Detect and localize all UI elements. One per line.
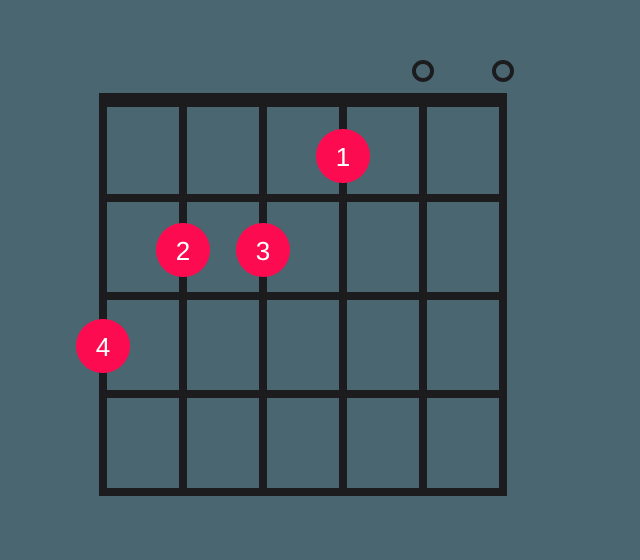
fret-line-3 xyxy=(99,390,507,398)
string-line-3 xyxy=(259,93,267,496)
fretboard-grid xyxy=(99,93,507,496)
string-line-4 xyxy=(339,93,347,496)
finger-dot-circle xyxy=(156,223,210,277)
fret-line-2 xyxy=(99,292,507,300)
open-string-marker-5 xyxy=(412,60,434,82)
finger-dot-circle xyxy=(76,319,130,373)
finger-dot-2[interactable]: 2 xyxy=(156,223,210,277)
finger-dot-3[interactable]: 3 xyxy=(236,223,290,277)
finger-dot-circle xyxy=(316,129,370,183)
fret-line-1 xyxy=(99,194,507,202)
finger-dot-4[interactable]: 4 xyxy=(76,319,130,373)
finger-dot-1[interactable]: 1 xyxy=(316,129,370,183)
fret-line-4 xyxy=(99,488,507,496)
string-line-1 xyxy=(99,93,107,496)
string-line-6 xyxy=(499,93,507,496)
open-string-marker-6 xyxy=(492,60,514,82)
nut xyxy=(99,93,507,107)
finger-dot-circle xyxy=(236,223,290,277)
open-string-markers xyxy=(412,60,514,82)
string-line-2 xyxy=(179,93,187,496)
string-line-5 xyxy=(419,93,427,496)
